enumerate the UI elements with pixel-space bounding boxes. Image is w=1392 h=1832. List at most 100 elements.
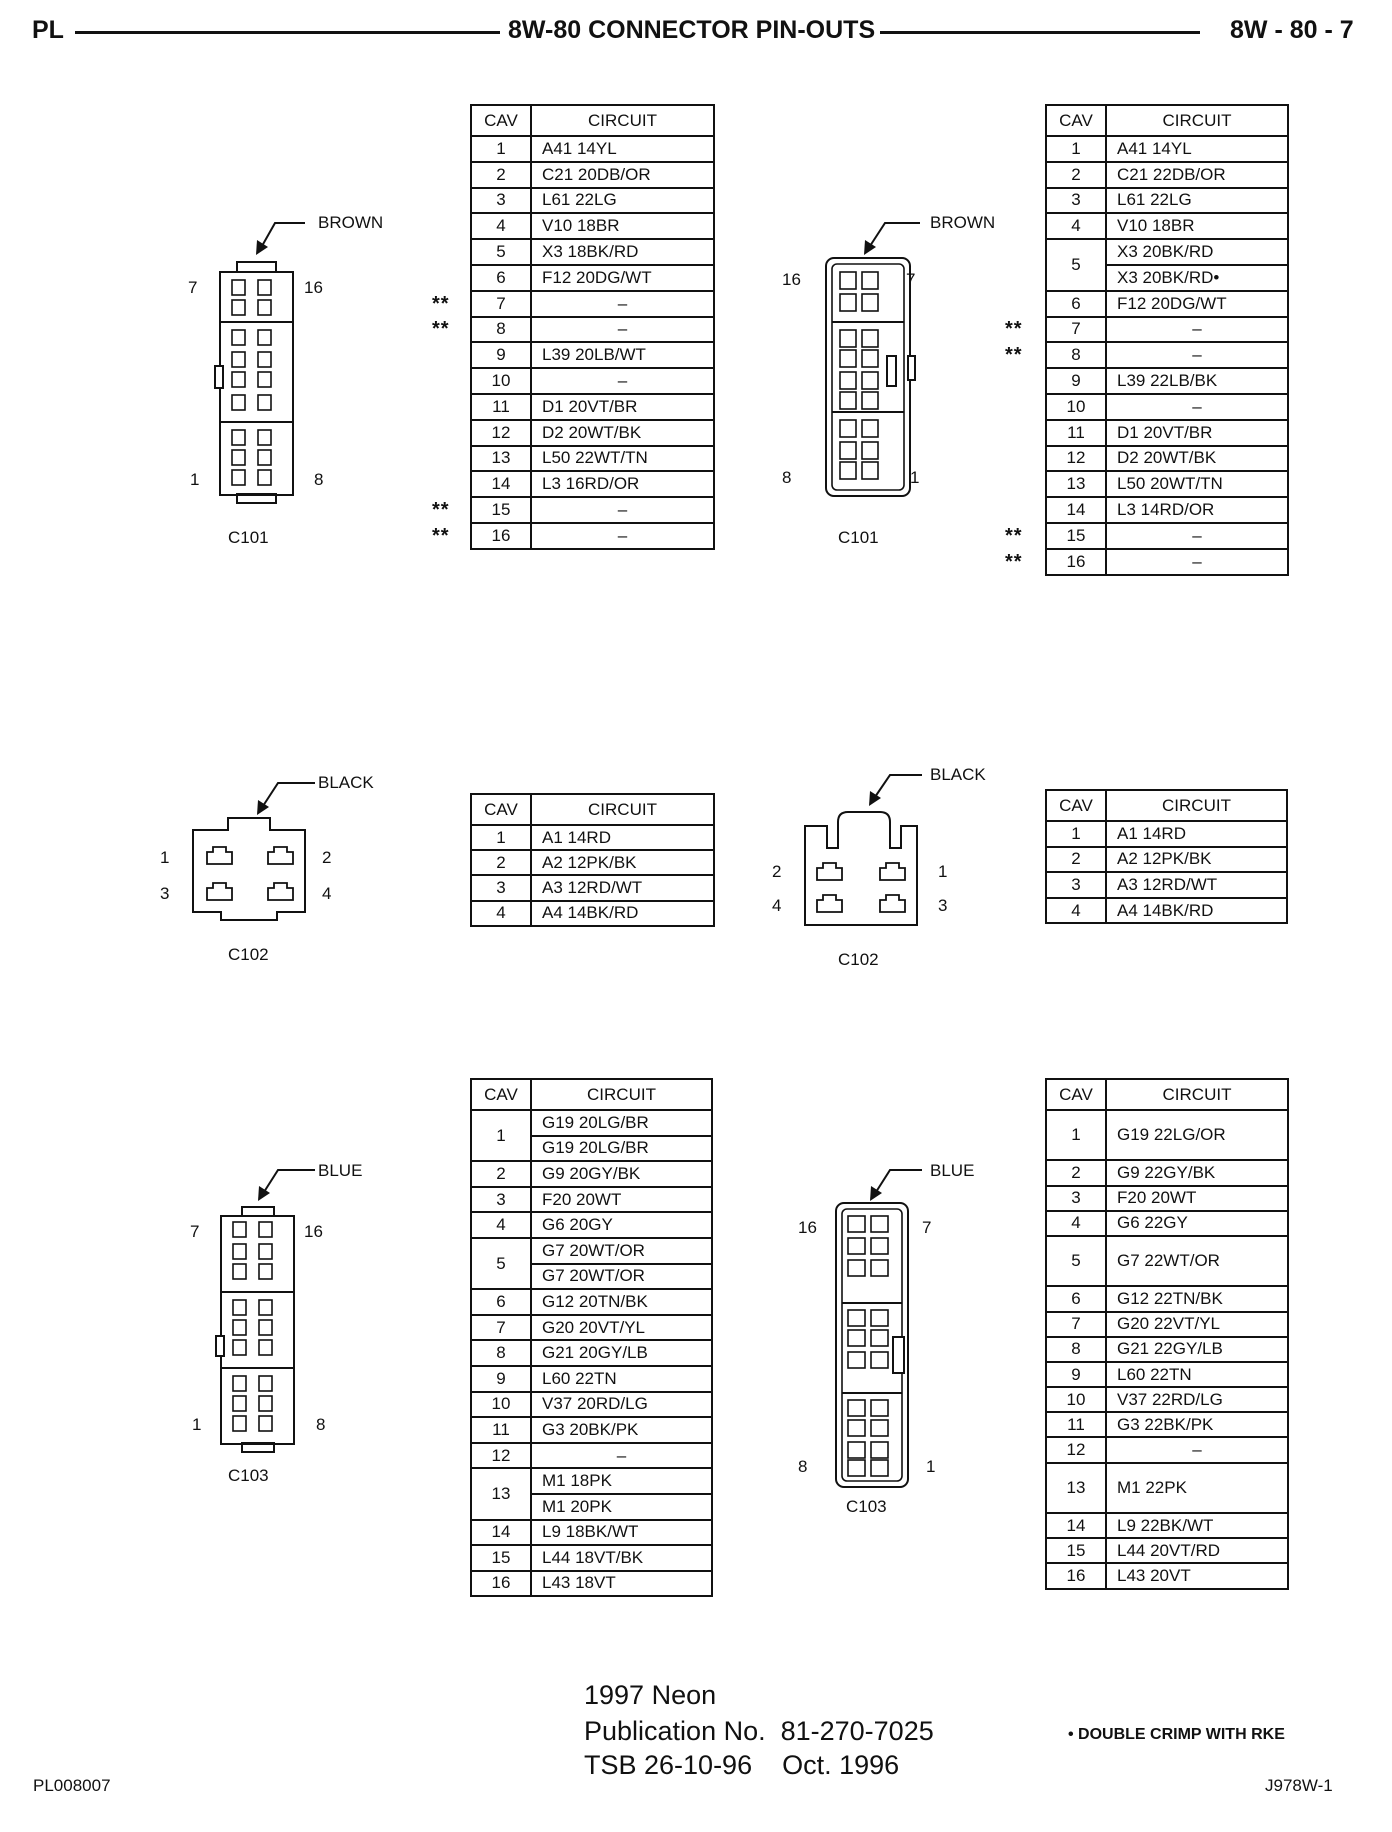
- cavity-cell: [847, 1215, 866, 1233]
- cav-number: 8: [470, 315, 532, 344]
- cav-number: 9: [1045, 1360, 1107, 1389]
- cav-number: 13: [1045, 470, 1107, 499]
- cavity-cell: [847, 1419, 866, 1437]
- circuit-code: –: [1105, 547, 1289, 576]
- cavity-cell: [861, 271, 879, 290]
- table-row: 7–: [1045, 315, 1289, 344]
- cav-number: 15: [1045, 1537, 1107, 1565]
- cav-number: 5: [1045, 1234, 1107, 1288]
- circuit-code: L50 22WT/TN: [530, 444, 715, 473]
- circuit-code: D2 20WT/BK: [530, 418, 715, 447]
- circuit-code: A4 14BK/RD: [1105, 896, 1288, 925]
- pin-label: 7: [190, 1222, 200, 1241]
- circuit-code: –: [530, 496, 715, 524]
- cavity-cell: [870, 1351, 889, 1369]
- no-circuit-marker: **: [1005, 550, 1023, 573]
- circuit-code: L3 16RD/OR: [530, 470, 715, 499]
- circuit-code: F20 20WT: [1105, 1184, 1289, 1212]
- circuit-code: –: [530, 315, 715, 344]
- circuit-header: CIRCUIT: [530, 104, 715, 137]
- pin-label: 3: [938, 896, 948, 915]
- cavity-cell: [258, 1263, 273, 1280]
- connector-color-label: BLUE: [318, 1161, 363, 1180]
- cavity-cell: [861, 419, 879, 438]
- pin-label: 2: [772, 862, 782, 881]
- cav-header: CAV: [470, 793, 532, 826]
- header-rule-left: [75, 31, 500, 34]
- cav-number: 3: [1045, 186, 1107, 215]
- header-left: PL: [32, 16, 64, 44]
- cav-number: 4: [470, 899, 532, 927]
- pin-label: 16: [304, 1222, 323, 1241]
- cavity-cell: [847, 1329, 866, 1347]
- circuit-header: CIRCUIT: [530, 1078, 713, 1111]
- cavity-cell: [870, 1441, 889, 1459]
- circuit-code: L44 18VT/BK: [530, 1544, 713, 1572]
- cavity-cell: [257, 449, 272, 466]
- circuit-code: G6 22GY: [1105, 1209, 1289, 1237]
- pin-label: 3: [160, 884, 170, 903]
- circuit-code: L61 22LG: [530, 186, 715, 215]
- circuit-code: –: [1105, 1436, 1289, 1464]
- circuit-code: L43 20VT: [1105, 1562, 1289, 1590]
- pin-label: 8: [314, 470, 324, 489]
- cavity-cell: [231, 371, 246, 388]
- circuit-code: G19 20LG/BR: [530, 1134, 713, 1163]
- table-row: 15–: [470, 496, 715, 524]
- table-row: M1 20PK: [471, 1492, 713, 1521]
- circuit-code: –: [1105, 521, 1289, 550]
- connector-color-label: BLACK: [318, 773, 374, 792]
- circuit-code: G12 22TN/BK: [1105, 1285, 1289, 1313]
- callout-leader: [875, 1169, 922, 1193]
- cavity-cell: [257, 279, 272, 296]
- cavity-cell: [257, 299, 272, 316]
- callout-arrow-icon: [257, 800, 269, 815]
- pin-label: 7: [188, 278, 198, 297]
- cav-number: 11: [470, 392, 532, 421]
- circuit-code: –: [530, 289, 715, 318]
- cavity-cell: [847, 1441, 866, 1459]
- circuit-header: CIRCUIT: [1105, 789, 1288, 822]
- cavity-cell: [257, 371, 272, 388]
- table-row: G19 20LG/BR: [471, 1134, 713, 1163]
- callout-arrow-icon: [258, 1186, 270, 1201]
- cavity-cell: [847, 1237, 866, 1255]
- cav-number: 4: [1045, 1209, 1107, 1237]
- table-row: 7–: [470, 289, 715, 318]
- circuit-code: M1 20PK: [530, 1492, 713, 1521]
- table-row: X3 20BK/RD•: [1046, 263, 1289, 292]
- cavity-cell: [861, 329, 879, 348]
- circuit-code: A1 14RD: [530, 823, 715, 852]
- cav-number: 12: [1045, 1436, 1107, 1464]
- cavity-cell: [839, 391, 857, 410]
- circuit-header: CIRCUIT: [530, 793, 715, 826]
- cav-number: 5: [470, 1236, 532, 1291]
- cav-number: 15: [1045, 521, 1107, 550]
- cav-number: 12: [470, 418, 532, 447]
- circuit-code: M1 18PK: [530, 1467, 713, 1495]
- cav-number: 14: [470, 470, 532, 499]
- cavity-cell: [257, 394, 272, 411]
- circuit-code: L39 22LB/BK: [1105, 367, 1289, 395]
- cavity-cell: [257, 429, 272, 446]
- circuit-code: F12 20DG/WT: [530, 263, 715, 292]
- page-title: 8W-80 CONNECTOR PIN-OUTS: [508, 16, 876, 44]
